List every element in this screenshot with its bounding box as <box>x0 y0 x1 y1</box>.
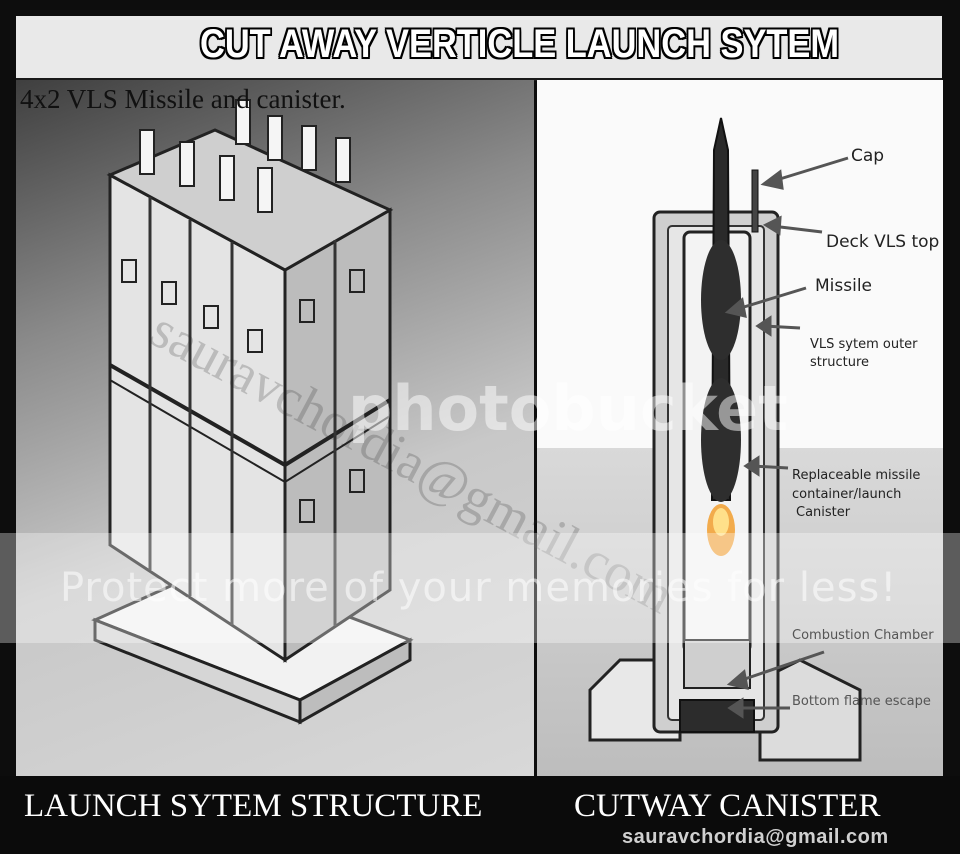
vls-mid-band <box>109 363 392 468</box>
caption-cutaway-canister: CUTWAY CANISTER <box>574 788 881 824</box>
label-bottom-flame-escape: Bottom flame escape <box>792 694 931 709</box>
watermark-band-text: Protect more of your memories for less! <box>60 565 898 611</box>
canister-cap <box>751 169 759 233</box>
caption-launch-structure: LAUNCH SYTEM STRUCTURE <box>24 788 483 824</box>
label-cap: Cap <box>851 146 885 166</box>
label-replaceable-line3: Canister <box>796 505 851 520</box>
caption-bar <box>0 776 960 854</box>
label-replaceable-line1: Replaceable missile <box>792 468 921 483</box>
watermark-photobucket-logo: photobucket <box>348 372 788 445</box>
label-replaceable-line2: container/launch <box>792 487 902 502</box>
label-deck-vls-top: Deck VLS top <box>826 232 940 252</box>
author-email: sauravchordia@gmail.com <box>622 826 889 848</box>
label-vls-outer-line2: structure <box>810 355 869 370</box>
label-vls-outer-line1: VLS sytem outer <box>810 337 918 352</box>
watermark-band <box>0 533 960 643</box>
diagram-title: CUT AWAY VERTICLE LAUNCH SYTEM <box>200 22 840 66</box>
label-combustion-chamber: Combustion Chamber <box>792 628 934 643</box>
left-subtitle: 4x2 VLS Missile and canister. <box>20 84 346 114</box>
title-bar <box>16 16 942 81</box>
label-missile: Missile <box>815 276 873 296</box>
vls-base-right <box>298 637 412 725</box>
